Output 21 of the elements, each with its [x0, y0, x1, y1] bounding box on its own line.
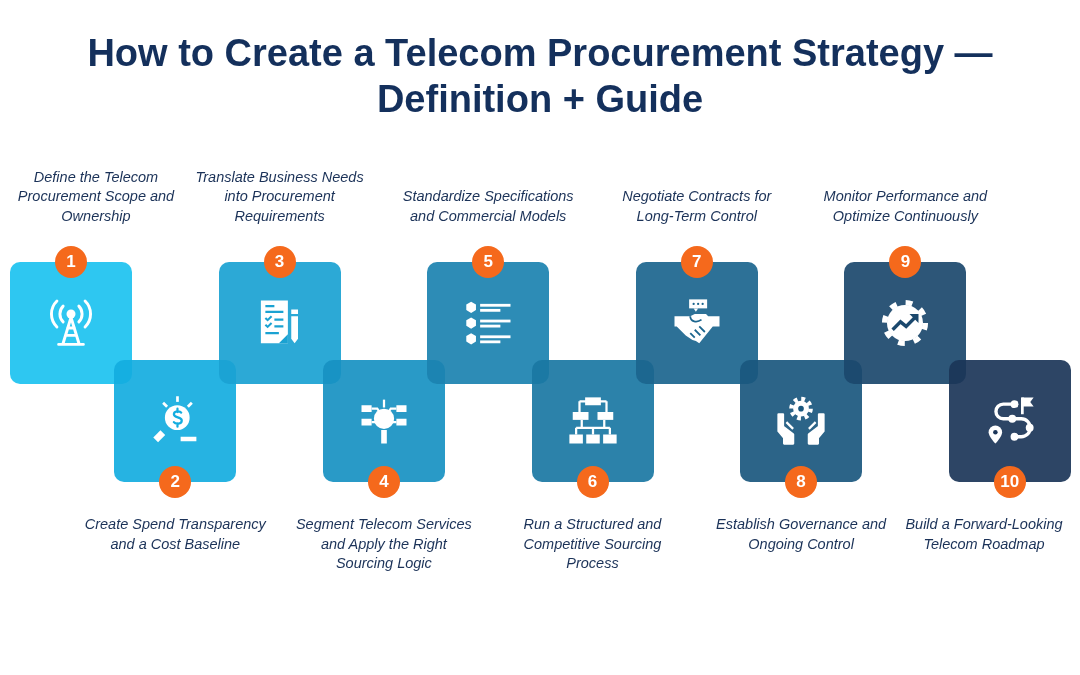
step-caption: Define the Telecom Procurement Scope and Ownership — [16, 167, 176, 226]
step-number-badge: 9 — [889, 246, 922, 278]
step-number-badge: 3 — [263, 246, 296, 278]
step-caption: Segment Telecom Services and Apply the Right Sourcing Logic — [294, 515, 473, 573]
step-number-badge: 7 — [680, 246, 713, 278]
step-number-badge: 1 — [55, 246, 87, 278]
step-number-badge: 6 — [576, 466, 609, 498]
step-number-badge: 4 — [367, 466, 400, 498]
step-number-badge: 10 — [993, 466, 1026, 498]
step-number-badge: 2 — [159, 466, 192, 498]
step-caption: Negotiate Contracts for Long-Term Control — [621, 187, 773, 226]
step-caption: Run a Structured and Competitive Sourcing Process — [522, 515, 663, 573]
step-caption: Translate Business Needs into Procurement Requirements — [194, 167, 365, 226]
step-number-badge: 5 — [472, 246, 505, 278]
step-caption: Standardize Specifications and Commercial Models — [401, 187, 575, 226]
step-number-badge: 8 — [785, 466, 818, 498]
step-caption: Build a Forward-Looking Telecom Roadmap — [904, 515, 1064, 554]
step-caption: Monitor Performance and Optimize Continuously — [822, 187, 989, 226]
page-title: How to Create a Telecom Procurement Strategy — Definition + Guide — [86, 31, 994, 122]
step-caption: Create Spend Transparency and a Cost Baseline — [83, 515, 268, 554]
step-caption: Establish Governance and Ongoing Control — [715, 515, 888, 554]
